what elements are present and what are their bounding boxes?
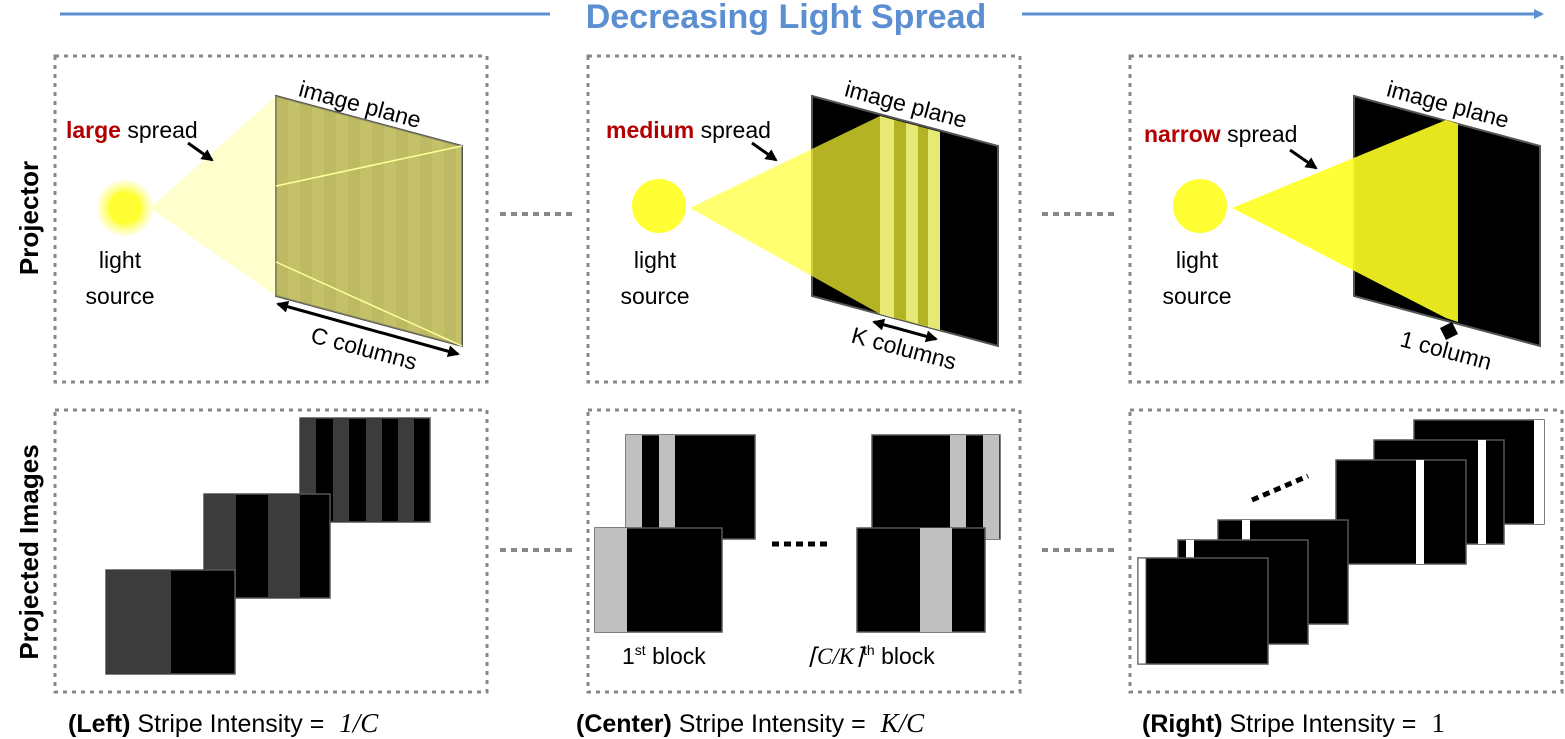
row-label-projector: Projector <box>14 161 44 275</box>
right-spread-arrow <box>1289 148 1318 170</box>
center-source-line1: light <box>634 247 677 273</box>
left-spread-word: large <box>66 117 121 143</box>
right-light-cone <box>1232 120 1458 322</box>
center-first-block-label: 1st block <box>622 642 706 669</box>
frame-right-projector <box>1128 54 1564 384</box>
frame-left-projector <box>53 54 489 384</box>
frame-center-images <box>586 408 1022 694</box>
right-source-line2: source <box>1162 283 1231 309</box>
right-projector-panel: narrow spread light source image plane 1… <box>1144 75 1541 375</box>
right-light-source <box>1173 179 1227 233</box>
center-projector-panel: medium spread light source image plane K… <box>606 75 999 375</box>
left-light-cone <box>150 96 462 346</box>
center-spread-arrow <box>751 141 778 162</box>
caption-center: (Center) Stripe Intensity = K/C <box>576 708 925 738</box>
left-projector-panel: large spread light source image plane C … <box>66 75 463 375</box>
frame-right-images <box>1128 408 1564 694</box>
panel-frames <box>53 54 1564 694</box>
header-arrow: Decreasing Light Spread <box>60 0 1544 36</box>
right-source-line1: light <box>1176 247 1219 273</box>
caption-left: (Left) Stripe Intensity = 1/C <box>68 708 379 738</box>
left-spread-arrow <box>187 141 214 162</box>
frame-left-images <box>53 408 489 694</box>
caption-right: (Right) Stripe Intensity = 1 <box>1142 708 1445 738</box>
svg-text:large spread: large spread <box>66 117 198 143</box>
left-columns-arrow <box>276 300 460 358</box>
center-spread-suffix: spread <box>694 117 771 143</box>
right-image-0 <box>1137 557 1269 665</box>
right-ellipsis <box>1251 473 1309 503</box>
left-image-1 <box>105 569 236 675</box>
center-stripe-2 <box>906 123 918 324</box>
center-images-panel: 1st block ⌈C/K⌉th block <box>594 434 1001 669</box>
right-images-panel <box>1137 419 1545 665</box>
center-last-block-back <box>871 434 1001 540</box>
frame-center-projector <box>586 54 1022 384</box>
center-stripe-3 <box>928 129 940 330</box>
right-column-marker <box>1440 322 1458 340</box>
right-spread-suffix: spread <box>1221 121 1298 147</box>
left-spread-suffix: spread <box>121 117 198 143</box>
left-images-panel <box>105 417 431 675</box>
center-stripe-1 <box>880 116 894 318</box>
panel-connectors <box>500 212 1116 552</box>
center-columns-arrow <box>872 318 938 343</box>
left-light-source <box>97 180 153 236</box>
center-last-block-front <box>856 527 986 633</box>
center-source-line2: source <box>620 283 689 309</box>
header-title: Decreasing Light Spread <box>586 0 987 36</box>
right-spread-word: narrow <box>1144 121 1221 147</box>
svg-text:medium spread: medium spread <box>606 117 771 143</box>
right-image-3 <box>1335 459 1467 565</box>
center-last-block-label: ⌈C/K⌉th block <box>808 642 935 669</box>
svg-text:narrow spread: narrow spread <box>1144 121 1297 147</box>
left-source-line1: light <box>99 247 142 273</box>
center-light-cone <box>690 116 940 330</box>
center-light-source <box>632 179 686 233</box>
center-first-block-back <box>625 434 756 540</box>
center-spread-word: medium <box>606 117 694 143</box>
center-first-block-front <box>594 527 723 633</box>
left-source-line2: source <box>85 283 154 309</box>
row-label-projected-images: Projected Images <box>14 444 44 659</box>
